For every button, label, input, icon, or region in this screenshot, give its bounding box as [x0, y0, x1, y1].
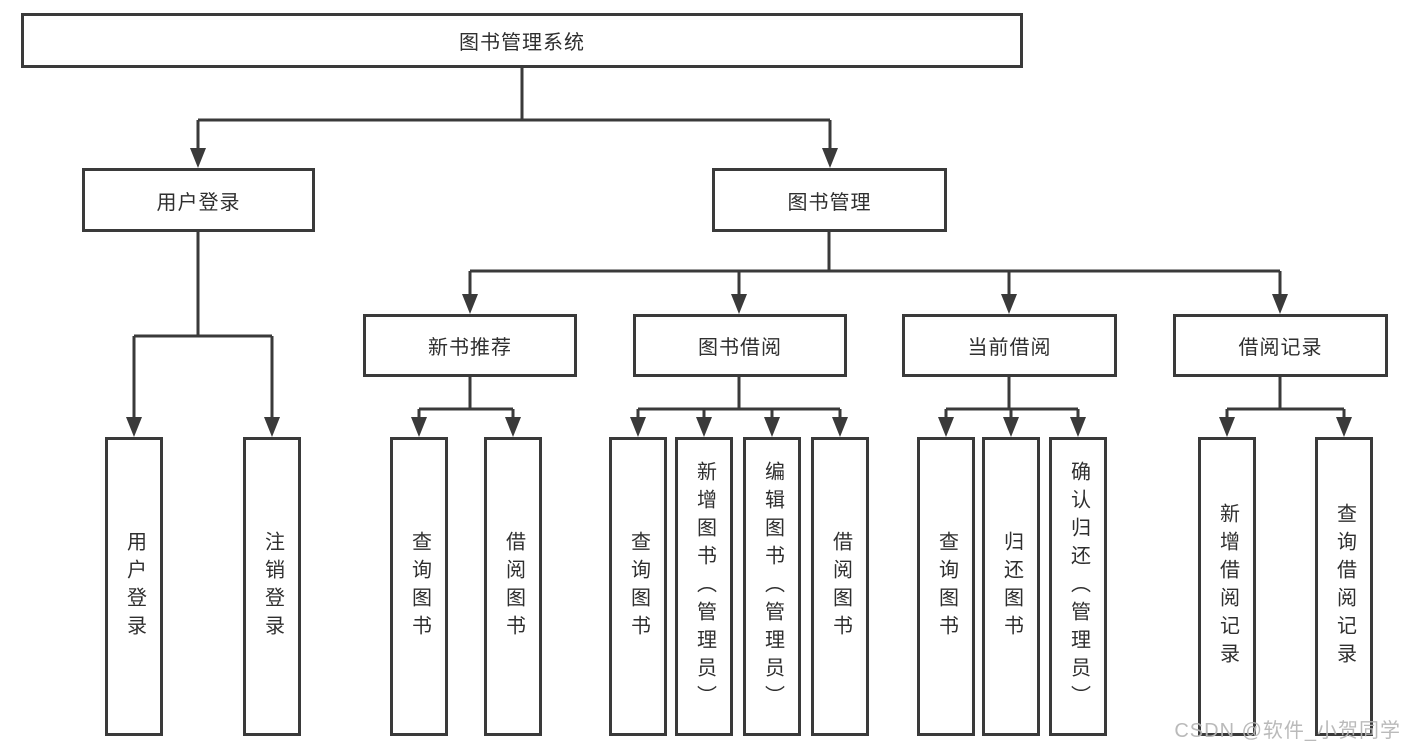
connector-current-branch: [944, 377, 1080, 419]
connector-root-to-level2: [196, 68, 832, 150]
node-label: 注销登录: [261, 530, 284, 643]
node-current-borrow: 当前借阅: [902, 314, 1117, 377]
csdn-watermark: CSDN @软件_小贺同学: [1174, 720, 1401, 742]
leaf-borrow-edit-books-admin: 编辑图书（管理员）: [743, 437, 801, 736]
leaf-user-login: 用户登录: [105, 437, 163, 736]
leaf-borrow-query-books: 查询图书: [609, 437, 667, 736]
connector-recommend-branch: [417, 377, 515, 419]
connector-borrow-branch: [636, 377, 842, 419]
node-borrow-records: 借阅记录: [1173, 314, 1388, 377]
node-label: 归还图书: [1000, 530, 1023, 643]
leaf-recommend-borrow-books: 借阅图书: [484, 437, 542, 736]
node-label: 新增借阅记录: [1216, 502, 1239, 671]
leaf-records-query-record: 查询借阅记录: [1315, 437, 1373, 736]
node-label: 借阅图书: [502, 530, 525, 643]
node-user-login: 用户登录: [82, 168, 315, 232]
connector-records-branch: [1225, 377, 1346, 419]
node-label: 查询借阅记录: [1333, 502, 1356, 671]
node-label: 用户登录: [123, 530, 146, 643]
leaf-records-add-record: 新增借阅记录: [1198, 437, 1256, 736]
node-label: 借阅图书: [829, 530, 852, 643]
leaf-borrow-add-books-admin: 新增图书（管理员）: [675, 437, 733, 736]
node-label: 查询图书: [627, 530, 650, 643]
node-label: 确认归还（管理员）: [1067, 460, 1090, 713]
arrowheads: [126, 148, 1352, 437]
node-label: 查询图书: [408, 530, 431, 643]
leaf-current-confirm-return-admin: 确认归还（管理员）: [1049, 437, 1107, 736]
leaf-recommend-query-books: 查询图书: [390, 437, 448, 736]
leaf-logout: 注销登录: [243, 437, 301, 736]
node-label: 查询图书: [935, 530, 958, 643]
leaf-current-query-books: 查询图书: [917, 437, 975, 736]
node-book-borrow: 图书借阅: [633, 314, 847, 377]
node-new-book-recommend: 新书推荐: [363, 314, 577, 377]
leaf-current-return-books: 归还图书: [982, 437, 1040, 736]
node-book-management: 图书管理: [712, 168, 947, 232]
connector-user-login-branch: [132, 232, 274, 419]
node-label: 编辑图书（管理员）: [761, 460, 784, 713]
node-root: 图书管理系统: [21, 13, 1023, 68]
leaf-borrow-borrow-books: 借阅图书: [811, 437, 869, 736]
node-label: 新增图书（管理员）: [693, 460, 716, 713]
connector-book-management-branch: [468, 232, 1282, 296]
